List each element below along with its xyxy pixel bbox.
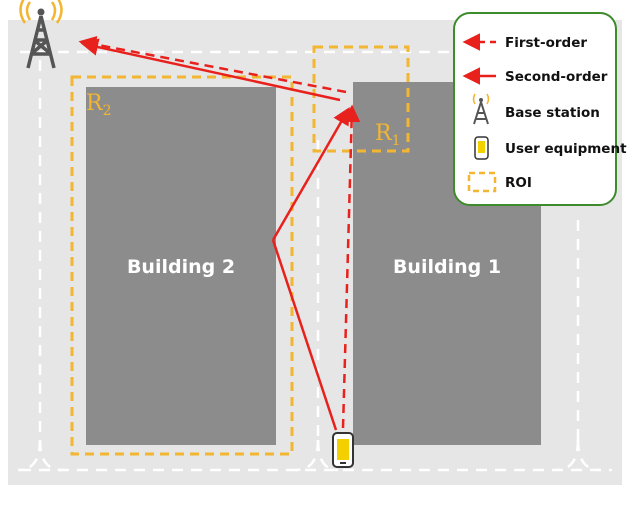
roi-r2-box bbox=[70, 75, 294, 456]
legend-user-equipment-label: User equipment bbox=[505, 141, 627, 157]
legend-phone-icon bbox=[474, 136, 489, 160]
legend-roi-label: ROI bbox=[505, 175, 532, 191]
building-2-label: Building 2 bbox=[127, 256, 235, 278]
legend-second-order-label: Second-order bbox=[505, 69, 608, 85]
building-1-label: Building 1 bbox=[393, 256, 501, 278]
first-order-ray-ue-to-roof bbox=[341, 104, 361, 429]
legend-dashed-box-icon bbox=[467, 171, 497, 193]
second-order-rays bbox=[80, 38, 350, 431]
legend-base-station-label: Base station bbox=[505, 105, 600, 121]
second-order-ray-roof-to-bs bbox=[80, 38, 341, 102]
second-order-ray-wall-to-roof bbox=[271, 106, 350, 241]
base-station-tower-icon bbox=[19, 0, 63, 69]
roi-r2-label: R2 bbox=[86, 91, 112, 119]
roi-r1-box bbox=[312, 45, 410, 153]
building-2 bbox=[86, 87, 276, 445]
user-equipment-phone-icon bbox=[332, 432, 354, 468]
legend-tower-icon bbox=[472, 93, 490, 125]
first-order-rays bbox=[78, 36, 361, 429]
legend-first-order-label: First-order bbox=[505, 35, 587, 51]
roi-r1-label: R1 bbox=[375, 121, 401, 149]
second-order-ray-ue-to-wall bbox=[271, 239, 338, 431]
legend: First-order Second-order Base station Us… bbox=[453, 12, 627, 206]
